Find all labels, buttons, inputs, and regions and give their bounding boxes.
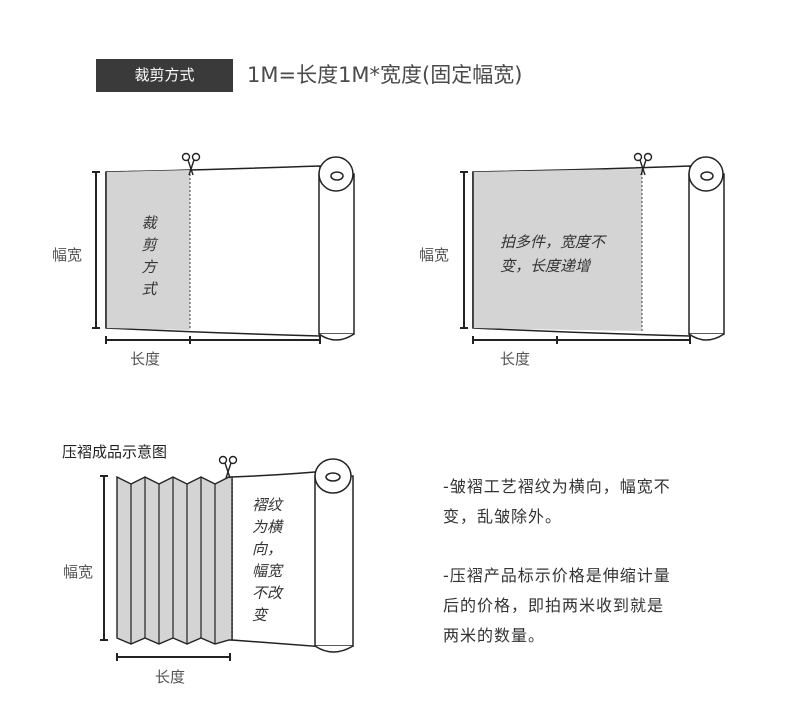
diagram1-cut-label-line: 裁 [141, 214, 157, 232]
diagram3-text-line: 褶纹 [252, 496, 283, 514]
note-pricing: -压褶产品标示价格是伸缩计量 后的价格，即拍两米收到就是 两米的数量。 [443, 561, 743, 651]
diagram3-text-line: 幅宽 [252, 562, 283, 580]
diagram3-text-line: 向， [252, 540, 283, 558]
diagram3-width-label: 幅宽 [63, 563, 94, 581]
cut-method-badge: 裁剪方式 [96, 59, 233, 92]
diagram3-text-line: 不改 [252, 584, 283, 602]
diagram2-scissors-icon [633, 152, 653, 176]
diagram1-width-label: 幅宽 [52, 246, 83, 264]
note-line: 后的价格，即拍两米收到就是 [443, 596, 665, 615]
diagram3-text-line: 为横 [252, 518, 283, 536]
diagram1-cut-label-line: 剪 [141, 236, 157, 254]
diagram1-scissors-icon [181, 152, 201, 176]
diagram1-length-label: 长度 [130, 350, 161, 368]
diagram3-text: 褶纹 为横 向， 幅宽 不改 变 [252, 494, 282, 626]
diagram2-length-label: 长度 [500, 350, 531, 368]
diagram1-cut-label: 裁 剪 方 式 [138, 212, 160, 300]
diagram2-text-line: 拍多件，宽度不 [500, 233, 606, 251]
diagram2-text: 拍多件，宽度不 变，长度递增 [500, 230, 605, 278]
note-line: -皱褶工艺褶纹为横向，幅宽不 [443, 477, 671, 496]
note-line: 两米的数量。 [443, 626, 546, 645]
pleat-diagram-title: 压褶成品示意图 [62, 443, 168, 461]
diagram3-text-line: 变 [252, 606, 268, 624]
diagram1-cut-label-line: 式 [141, 280, 157, 298]
diagram3-scissors-icon [218, 455, 238, 479]
diagram2-text-line: 变，长度递增 [500, 257, 591, 275]
note-line: 变，乱皱除外。 [443, 507, 563, 526]
note-pleat-direction: -皱褶工艺褶纹为横向，幅宽不 变，乱皱除外。 [443, 472, 743, 532]
diagram1-cut-label-line: 方 [141, 258, 157, 276]
cut-formula-heading: 1M=长度1M*宽度(固定幅宽) [247, 63, 523, 87]
diagram3-length-label: 长度 [155, 668, 186, 686]
diagram2-width-label: 幅宽 [419, 246, 450, 264]
note-line: -压褶产品标示价格是伸缩计量 [443, 566, 671, 585]
